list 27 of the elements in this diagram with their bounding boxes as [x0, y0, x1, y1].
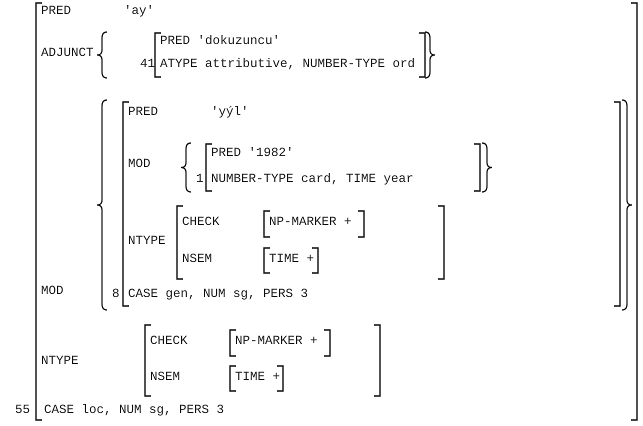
feature-line: TIME +	[269, 252, 314, 267]
attribute-name: NSEM	[150, 370, 180, 385]
attribute-name: CHECK	[182, 215, 220, 230]
feature-line: NP-MARKER +	[235, 334, 318, 349]
feature-line: ATYPE attributive, NUMBER-TYPE ord	[160, 57, 416, 72]
index-number: 1	[196, 172, 204, 187]
feature-line: CASE loc, NUM sg, PERS 3	[44, 403, 224, 418]
attribute-name: NTYPE	[41, 354, 79, 369]
feature-line: NUMBER-TYPE card, TIME year	[211, 172, 414, 187]
attribute-name: NSEM	[182, 252, 212, 267]
attribute-value: 'ay'	[124, 4, 154, 19]
attribute-name: NTYPE	[128, 234, 166, 249]
feature-line: CASE gen, NUM sg, PERS 3	[128, 287, 308, 302]
feature-line: PRED '1982'	[211, 146, 294, 161]
feature-line: NP-MARKER +	[269, 215, 352, 230]
attribute-name: PRED	[41, 4, 72, 19]
attribute-name: CHECK	[150, 334, 188, 349]
feature-line: TIME +	[235, 370, 280, 385]
index-number: 41	[140, 57, 156, 72]
attribute-name: PRED	[128, 105, 158, 120]
attribute-name: MOD	[41, 284, 64, 299]
attribute-value: 'yýl'	[211, 105, 249, 120]
feature-line: PRED 'dokuzuncu'	[160, 34, 280, 49]
attribute-name: ADJUNCT	[41, 46, 94, 61]
index-number: 8	[112, 287, 120, 302]
attribute-name: MOD	[128, 157, 151, 172]
index-number: 55	[15, 403, 30, 418]
